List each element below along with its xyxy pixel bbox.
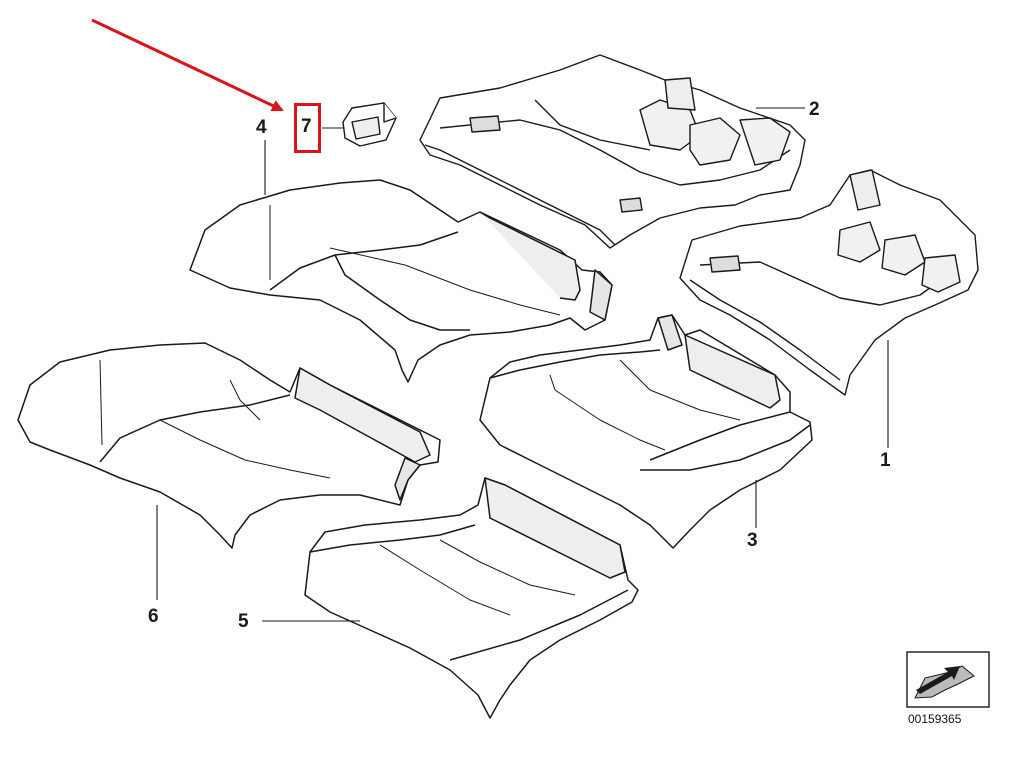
part-1-seat-frame-lower [679, 169, 979, 396]
callout-6: 6 [148, 606, 159, 627]
pointer-arrow [91, 18, 284, 112]
document-number: 00159365 [908, 712, 962, 726]
leader-lines [156, 107, 889, 622]
arrow-sheet-icon [906, 651, 990, 708]
part-3-seat-cover [479, 314, 813, 549]
callout-3: 3 [747, 530, 758, 551]
callout-7: 7 [301, 116, 312, 137]
callout-1: 1 [880, 450, 891, 471]
callout-5: 5 [238, 611, 249, 632]
highlight-box-part-7 [294, 103, 321, 153]
part-4-seat-cover [189, 179, 613, 383]
part-6-seat-cover [17, 342, 441, 549]
callout-2: 2 [809, 99, 820, 120]
part-5-seat-cover [304, 477, 639, 719]
part-2-seat-frame-upper [419, 54, 806, 249]
callout-4: 4 [256, 117, 267, 138]
part-7-clip [342, 102, 397, 147]
